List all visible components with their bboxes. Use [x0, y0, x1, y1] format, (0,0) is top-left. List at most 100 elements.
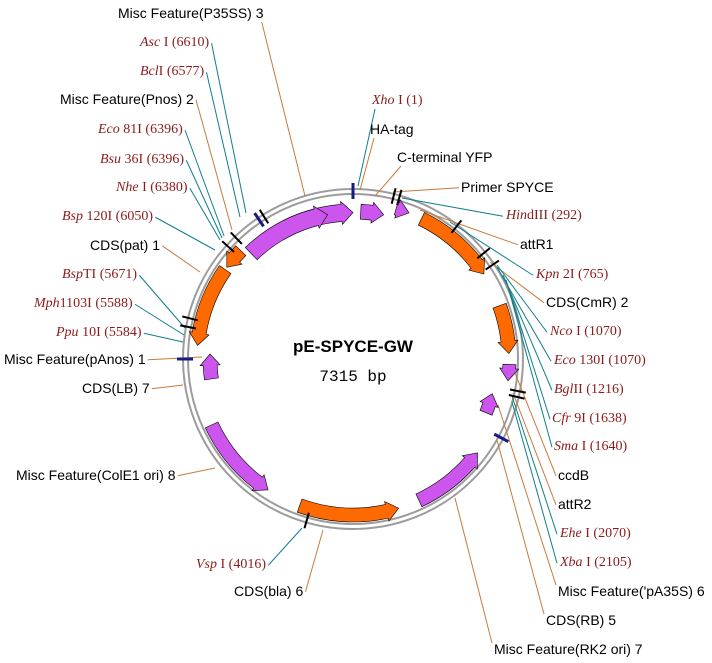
- cds-rb-connector: [496, 439, 545, 615]
- cds-rb-label: CDS(RB) 5: [546, 612, 616, 628]
- eco81i-connector: [184, 130, 225, 237]
- bcli-label: BclI (6577): [140, 64, 204, 79]
- bglii-label: BglII (1216): [554, 382, 624, 397]
- ncoi-tick: [476, 247, 491, 260]
- ha-tag-connector: [359, 137, 375, 191]
- plasmid-name: pE-SPYCE-GW: [293, 337, 414, 356]
- bglii-enzyme: Bgl: [554, 382, 574, 397]
- p35ss-arrow: [244, 205, 328, 261]
- bspti-connector: [138, 274, 186, 329]
- bcli-position: I (6577): [159, 64, 205, 79]
- misc-p35ss-label: Misc Feature(P35SS) 3: [118, 5, 264, 21]
- ncoi-label: Nco I (1070): [549, 324, 622, 339]
- ncoi-position: I (1070): [573, 324, 622, 339]
- primer-spyce-label: Primer SPYCE: [461, 179, 554, 195]
- xhoi-enzyme: Xho: [371, 93, 395, 108]
- misc-panos-connector: [147, 356, 203, 361]
- vspi-position: I (4016): [217, 557, 266, 572]
- smai-label: Sma I (1640): [554, 439, 627, 454]
- pat-arrow: [188, 265, 232, 346]
- pnos-arrow: [226, 245, 247, 268]
- bspti-tick: [180, 324, 197, 330]
- eco130i-enzyme: Eco: [553, 353, 576, 368]
- misc-rk2-connector: [454, 497, 493, 644]
- cds-bla-label: CDS(bla) 6: [234, 583, 303, 599]
- eco130i-tick: [485, 259, 500, 271]
- misc-rk2-label: Misc Feature(RK2 ori) 7: [494, 641, 643, 657]
- misc-pnos-label: Misc Feature(Pnos) 2: [60, 91, 194, 107]
- bsu36i-label: Bsu 36I (6396): [100, 152, 184, 167]
- vspi-enzyme: Vsp: [196, 557, 217, 572]
- eco81i-position: 81I (6396): [120, 122, 183, 137]
- mph1103i-position: 1103I (5588): [60, 296, 133, 311]
- attr1-arrow: [360, 201, 385, 224]
- eco81i-enzyme: Eco: [97, 122, 120, 137]
- hindiii-tick: [390, 187, 397, 204]
- hindiii-connector: [401, 197, 504, 217]
- bsu36i-enzyme: Bsu: [100, 152, 121, 167]
- bsu36i-position: 36I (6396): [121, 152, 184, 167]
- bsp120i-connector: [155, 216, 216, 251]
- cds-bla-connector: [304, 529, 324, 592]
- nhei-tick: [230, 231, 243, 245]
- kpn2i-enzyme: Kpn: [535, 267, 559, 282]
- cds-pat-label: CDS(pat) 1: [90, 237, 160, 253]
- kpn2i-label: Kpn 2I (765): [535, 267, 609, 282]
- smai-enzyme: Sma: [554, 439, 578, 454]
- cds-cmr-label: CDS(CmR) 2: [546, 294, 629, 310]
- bsp120i-position: 120I (6050): [83, 209, 153, 224]
- xbai-tick: [508, 394, 525, 400]
- kpn2i-position: 2I (765): [559, 267, 608, 282]
- nhei-label: Nhe I (6380): [115, 180, 188, 195]
- asci-label: Asc I (6610): [139, 35, 210, 50]
- kpn2i-connector: [449, 221, 534, 276]
- cfr9i-label: Cfr 9I (1638): [552, 411, 627, 426]
- ehei-connector: [511, 395, 558, 535]
- eco130i-position: 130I (1070): [576, 353, 646, 368]
- hindiii-position: dIII (292): [527, 208, 582, 223]
- kpn2i-tick: [450, 219, 463, 234]
- primer-tick: [396, 189, 403, 206]
- misc-pa35s-label: Misc Feature('pA35S) 6: [558, 583, 705, 599]
- xbai-connector: [511, 401, 558, 564]
- attr2-label: attR2: [558, 496, 592, 512]
- cfr9i-position: 9I (1638): [571, 411, 627, 426]
- ppu10i-position: 10I (5584): [79, 325, 142, 340]
- xhoi-label: Xho I (1): [371, 93, 423, 108]
- bspti-position: TI (5671): [83, 267, 137, 282]
- c-yfp-connector: [374, 165, 402, 197]
- vspi-label: Vsp I (4016): [196, 557, 266, 572]
- cole1-arrow: [204, 421, 269, 492]
- bsp120i-tick: [221, 240, 235, 253]
- cmr-arrow: [417, 212, 486, 275]
- ccdb-label: ccdB: [558, 467, 589, 483]
- ccdb-arrow: [492, 302, 519, 355]
- bglii-position: II (1216): [573, 382, 623, 397]
- nhei-connector: [189, 187, 221, 241]
- smai-connector: [506, 282, 553, 448]
- site-ticks: [177, 183, 526, 529]
- xbai-enzyme: Xba: [559, 555, 583, 570]
- plasmid-size: 7315 bp: [319, 368, 386, 386]
- attr1-connector: [419, 209, 519, 246]
- cfr9i-connector: [505, 279, 551, 420]
- asci-connector: [211, 43, 247, 214]
- xbai-label: Xba I (2105): [559, 555, 632, 570]
- pa35s-arrow: [479, 393, 499, 416]
- eco81i-label: Eco 81I (6396): [97, 122, 183, 137]
- xhoi-position: I (1): [395, 93, 423, 108]
- ncoi-enzyme: Nco: [549, 324, 573, 339]
- eco130i-label: Eco 130I (1070): [553, 353, 646, 368]
- mph1103i-label: Mph1103I (5588): [33, 296, 133, 311]
- nhei-position: I (6380): [139, 180, 188, 195]
- attr2-arrow: [499, 363, 520, 382]
- bcli-enzyme: Bcl: [140, 64, 159, 79]
- misc-cole1-label: Misc Feature(ColE1 ori) 8: [16, 467, 176, 483]
- attr2-connector: [512, 392, 557, 505]
- bsp120i-label: Bsp 120I (6050): [62, 209, 153, 224]
- vspi-connector: [267, 527, 303, 566]
- ehei-tick: [509, 388, 526, 394]
- ncoi-connector: [496, 264, 548, 333]
- rk2-arrow: [415, 452, 478, 508]
